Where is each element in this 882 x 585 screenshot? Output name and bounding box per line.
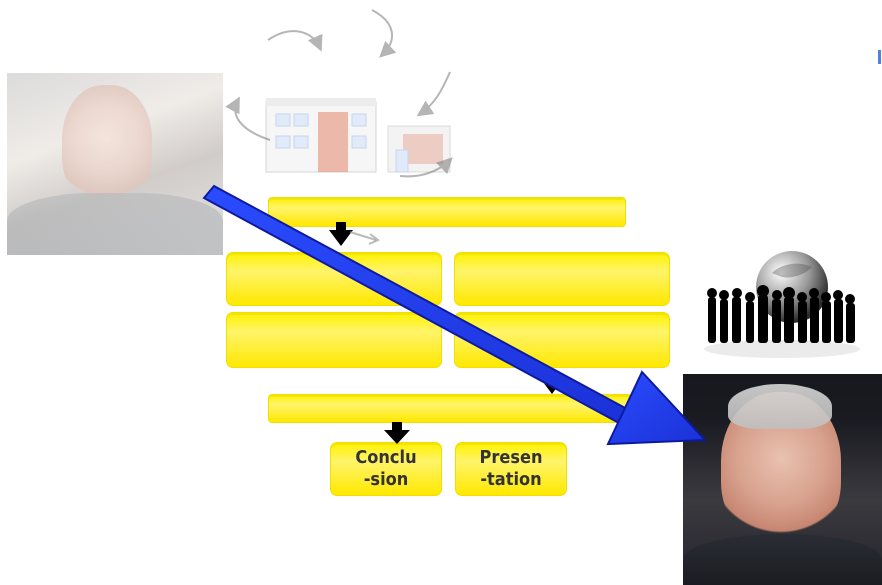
edge-mark	[878, 50, 881, 64]
box-top-left	[226, 252, 442, 306]
presentation-box: Presen -tation	[455, 442, 567, 496]
down-arrow-stem	[547, 370, 557, 379]
top-bar-box	[268, 197, 626, 227]
box-top-right	[454, 252, 670, 306]
bottom-bar-box	[268, 394, 632, 423]
right-hair	[728, 384, 832, 429]
left-suit	[7, 193, 223, 255]
people-globe-icon	[702, 245, 864, 365]
conclusion-box: Conclu -sion	[330, 442, 442, 496]
right-suit	[683, 534, 882, 585]
down-arrow-icon	[329, 230, 353, 246]
conclusion-label: Conclu -sion	[331, 443, 441, 495]
down-arrow-icon	[540, 378, 564, 394]
down-arrow-stem	[392, 422, 402, 430]
left-face	[62, 85, 152, 205]
box-bottom-right	[454, 312, 670, 368]
right-photo	[683, 374, 882, 585]
presentation-label: Presen -tation	[456, 443, 566, 495]
cycle-arrows	[210, 0, 490, 200]
left-photo	[7, 73, 223, 255]
box-bottom-left	[226, 312, 442, 368]
